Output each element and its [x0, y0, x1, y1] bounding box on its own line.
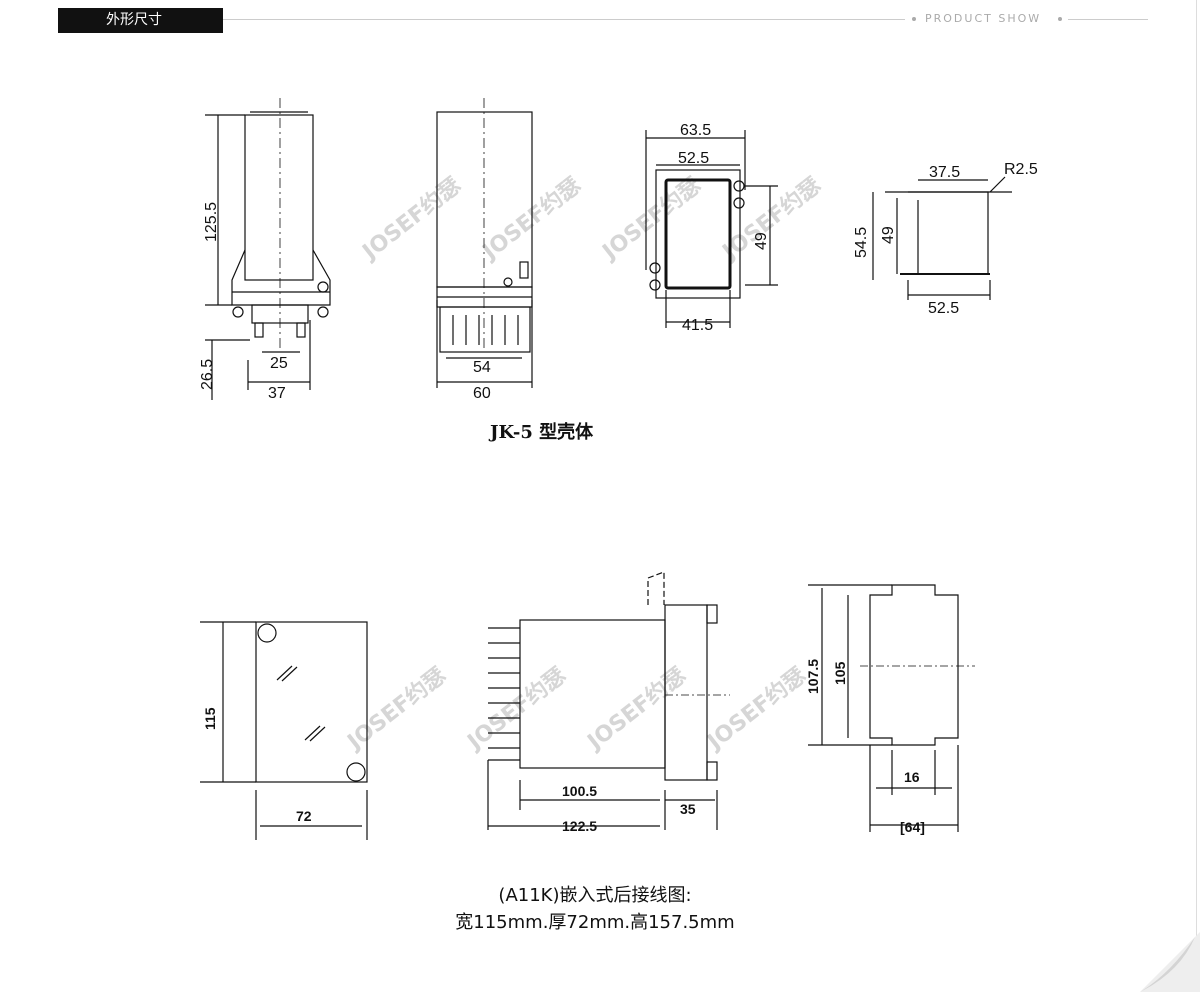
dim-height-54-5: 54.5 [853, 227, 870, 258]
dim-width-52-5-a: 52.5 [678, 150, 709, 167]
a11k-caption-line1: (A11K)嵌入式后接线图: [498, 885, 692, 906]
watermark-5: JOSEF约瑟 [341, 662, 451, 756]
watermark-7: JOSEF约瑟 [581, 662, 691, 756]
divider-dot-left [912, 17, 916, 21]
dim-width-60: 60 [473, 385, 491, 402]
jk5-caption: JK-5 型壳体 [490, 422, 594, 443]
dim-height-115: 115 [202, 707, 218, 730]
dim-width-63-5: 63.5 [680, 122, 711, 139]
dim-width-35: 35 [680, 801, 696, 817]
a11k-caption-line2: 宽115mm.厚72mm.高157.5mm [455, 912, 735, 933]
section-title: 外形尺寸 [58, 8, 223, 33]
watermark-1: JOSEF约瑟 [356, 172, 466, 266]
dim-width-100-5: 100.5 [562, 783, 597, 799]
dim-width-54: 54 [473, 359, 491, 376]
dim-height-125-5: 125.5 [203, 202, 220, 242]
header-divider [223, 19, 905, 20]
watermark-8: JOSEF约瑟 [701, 662, 811, 756]
page-curl-icon [1140, 932, 1200, 992]
dim-width-52-5-b: 52.5 [928, 300, 959, 317]
a11k-front-view [200, 621, 368, 840]
dim-height-107-5: 107.5 [805, 659, 821, 694]
page-edge [1196, 0, 1197, 992]
dim-width-72: 72 [296, 808, 312, 824]
dim-width-25: 25 [270, 355, 288, 372]
dim-width-37-5: 37.5 [929, 164, 960, 181]
dim-height-26-5: 26.5 [199, 359, 216, 390]
a11k-side-view [487, 571, 730, 830]
jk5-front-view [436, 98, 533, 388]
dim-width-37: 37 [268, 385, 286, 402]
dim-height-49-b: 49 [880, 226, 897, 244]
dim-height-105: 105 [832, 661, 848, 685]
jk5-side-view [205, 98, 331, 400]
watermark-3: JOSEF约瑟 [596, 172, 706, 266]
dim-radius-2-5: R2.5 [1004, 161, 1038, 178]
a11k-caption: (A11K)嵌入式后接线图: 宽115mm.厚72mm.高157.5mm [0, 882, 1190, 936]
dim-width-41-5: 41.5 [682, 317, 713, 334]
watermark-group: JOSEF约瑟 JOSEF约瑟 JOSEF约瑟 JOSEF约瑟 JOSEF约瑟 … [341, 172, 826, 756]
header-divider-right [1068, 19, 1148, 20]
dim-height-49-a: 49 [753, 232, 770, 250]
product-show-label: PRODUCT SHOW [925, 12, 1042, 25]
dim-width-64: [64] [900, 819, 925, 835]
watermark-6: JOSEF约瑟 [461, 662, 571, 756]
watermark-2: JOSEF约瑟 [476, 172, 586, 266]
jk5-panel-cutout [645, 130, 778, 328]
dim-width-122-5: 122.5 [562, 818, 597, 834]
dim-width-16: 16 [904, 769, 920, 785]
a11k-panel-cutout [808, 584, 975, 832]
divider-dot-right [1058, 17, 1062, 21]
jk5-side-panel [872, 176, 1012, 300]
